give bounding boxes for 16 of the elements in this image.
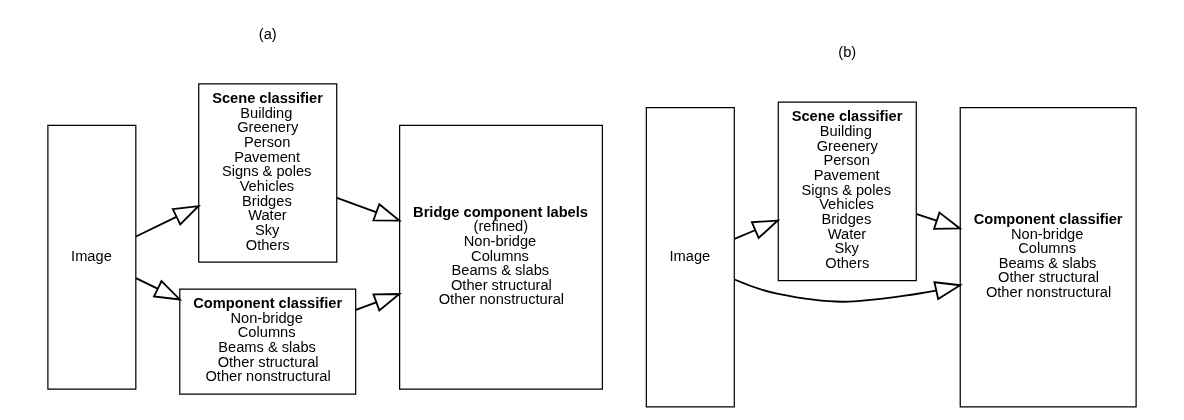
arrow xyxy=(135,204,201,238)
node-box: Scene classifier Building Greenery Person Pavement Signs & poles Vehicles Bridges Water Sky Others xyxy=(198,83,338,263)
arrow xyxy=(354,293,402,312)
node-box: Component classifier Non-bridge Columns Beams & slabs Other structural Other nonstructural xyxy=(959,107,1137,408)
node-box: Image xyxy=(47,124,137,390)
node-box: Bridge component labels (refined) Non-bridge Columns Beams & slabs Other structural Other nonstructural xyxy=(399,124,603,390)
node-box: Component classifier Non-bridge Columns Beams & slabs Other structural Other nonstructural xyxy=(179,288,357,395)
arrow xyxy=(915,211,963,230)
node-box: Image xyxy=(645,107,735,408)
arrow xyxy=(135,277,183,301)
label: (b) xyxy=(838,44,857,61)
label: (a) xyxy=(258,25,277,42)
arrow xyxy=(336,196,402,222)
node-box: Scene classifier Building Greenery Person Pavement Signs & poles Vehicles Bridges Water Sky Others xyxy=(777,101,917,282)
arrow xyxy=(733,278,963,303)
arrow xyxy=(733,219,781,240)
